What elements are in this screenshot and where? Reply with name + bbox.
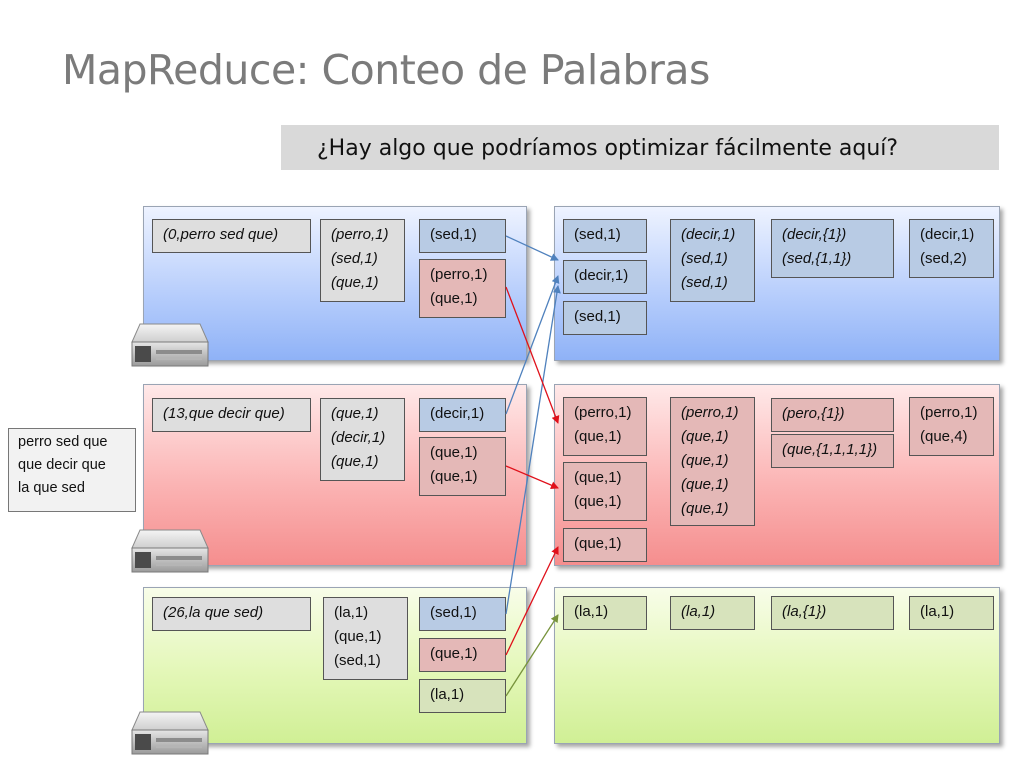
partition-3-red: (que,1) bbox=[419, 638, 506, 672]
reducer-2-received-3: (que,1) bbox=[563, 528, 647, 562]
arrow-que-que bbox=[505, 465, 559, 489]
reducer-3-output: (la,1) bbox=[909, 596, 994, 630]
input-record-3: (26,la que sed) bbox=[152, 597, 311, 631]
reducer-2-received-1: (perro,1) (que,1) bbox=[563, 397, 647, 456]
reducer-3-sorted: (la,1) bbox=[670, 596, 755, 630]
input-text-box: perro sed que que decir que la que sed bbox=[8, 428, 136, 512]
partition-1-blue: (sed,1) bbox=[419, 219, 506, 253]
partition-1-red: (perro,1) (que,1) bbox=[419, 259, 506, 318]
map-output-2: (que,1) (decir,1) (que,1) bbox=[320, 398, 405, 481]
reducer-1-grouped: (decir,{1}) (sed,{1,1}) bbox=[771, 219, 894, 278]
reducer-3-grouped: (la,{1}) bbox=[771, 596, 894, 630]
reducer-1-output: (decir,1) (sed,2) bbox=[909, 219, 994, 278]
arrow-la bbox=[505, 614, 559, 697]
partition-2-blue: (decir,1) bbox=[419, 398, 506, 432]
input-record-1: (0,perro sed que) bbox=[152, 219, 311, 253]
slide-title: MapReduce: Conteo de Palabras bbox=[62, 46, 710, 94]
server-icon bbox=[131, 711, 209, 755]
input-record-2: (13,que decir que) bbox=[152, 398, 311, 432]
reducer-3-received-1: (la,1) bbox=[563, 596, 647, 630]
reducer-2-output: (perro,1) (que,4) bbox=[909, 397, 994, 456]
server-icon bbox=[131, 323, 209, 367]
map-output-1: (perro,1) (sed,1) (que,1) bbox=[320, 219, 405, 302]
partition-3-blue: (sed,1) bbox=[419, 597, 506, 631]
arrow-que-3 bbox=[505, 546, 559, 656]
arrow-perro-que bbox=[505, 286, 560, 424]
arrow-decir bbox=[505, 275, 560, 415]
reducer-1-received-3: (sed,1) bbox=[563, 301, 647, 335]
server-icon bbox=[131, 529, 209, 573]
arrow-sed-1 bbox=[505, 235, 559, 261]
reducer-1-received-2: (decir,1) bbox=[563, 260, 647, 294]
reducer-1-received-1: (sed,1) bbox=[563, 219, 647, 253]
arrow-sed-3 bbox=[505, 285, 561, 615]
partition-2-red: (que,1) (que,1) bbox=[419, 437, 506, 496]
question-banner: ¿Hay algo que podríamos optimizar fácilm… bbox=[281, 125, 999, 170]
reducer-2-sorted: (perro,1) (que,1) (que,1) (que,1) (que,1… bbox=[670, 397, 755, 526]
reducer-1-sorted: (decir,1) (sed,1) (sed,1) bbox=[670, 219, 755, 302]
reducer-2-received-2: (que,1) (que,1) bbox=[563, 462, 647, 521]
reducer-2-grouped-2: (que,{1,1,1,1}) bbox=[771, 434, 894, 468]
map-output-3: (la,1) (que,1) (sed,1) bbox=[323, 597, 408, 680]
partition-3-green: (la,1) bbox=[419, 679, 506, 713]
reducer-2-grouped-1: (pero,{1}) bbox=[771, 398, 894, 432]
